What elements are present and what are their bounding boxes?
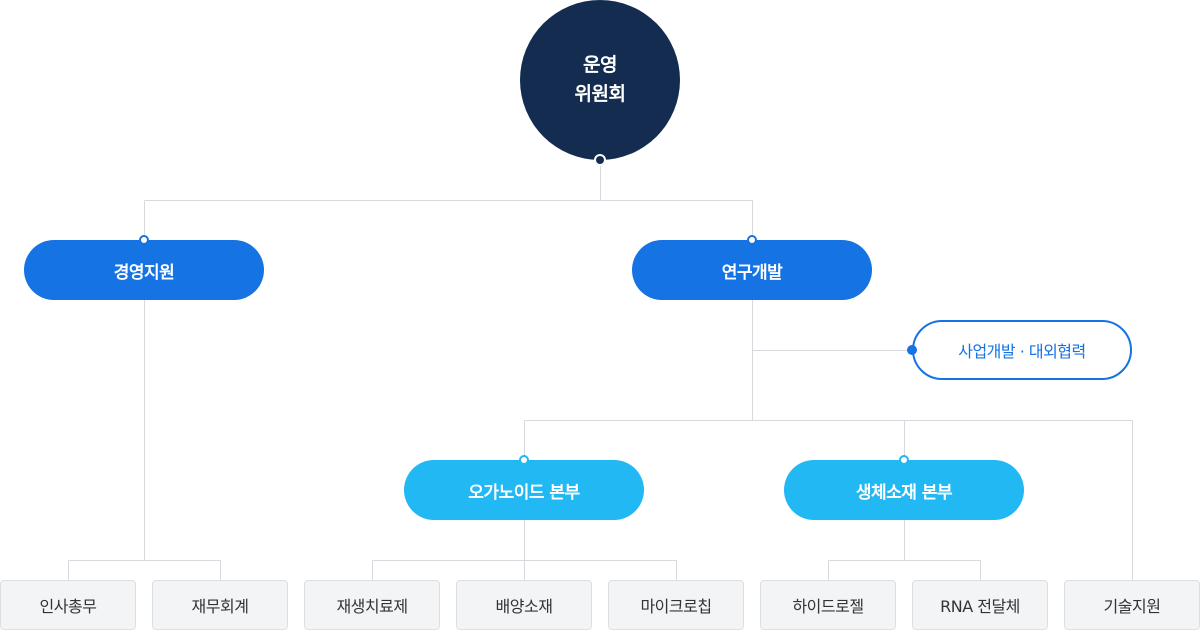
team-regenerative-label: 재생치료제 [336,597,408,616]
bizdev-label: 사업개발 · 대외협력 [958,342,1086,361]
steering-committee-line1: 운영 [583,54,617,76]
bizdev-node: 사업개발 · 대외협력 [912,320,1132,380]
rnd-node: 연구개발 [632,240,872,300]
team-finance: 재무회계 [152,580,288,630]
team-rna-delivery: RNA 전달체 [912,580,1048,630]
rnd-connector-dot [747,235,757,245]
team-microchip-label: 마이크로칩 [640,597,712,616]
biomaterial-hq-node: 생체소재 본부 [784,460,1024,520]
biomaterial-hq-label: 생체소재 본부 [855,482,953,503]
team-hr-label: 인사총무 [39,597,97,616]
team-microchip: 마이크로칩 [608,580,744,630]
team-tech-support-label: 기술지원 [1103,597,1161,616]
team-rna-delivery-label: RNA 전달체 [940,597,1020,616]
team-culture-material: 배양소재 [456,580,592,630]
organoid-connector-dot [519,455,529,465]
team-hydrogel-label: 하이드로젤 [792,597,864,616]
organoid-hq-node: 오가노이드 본부 [404,460,644,520]
organoid-hq-label: 오가노이드 본부 [468,482,580,503]
rnd-label: 연구개발 [721,262,783,283]
biomaterial-connector-dot [899,455,909,465]
team-finance-label: 재무회계 [191,597,249,616]
steering-committee-node: 운영 위원회 [520,0,680,160]
team-hydrogel: 하이드로젤 [760,580,896,630]
management-support-node: 경영지원 [24,240,264,300]
steering-committee-line2: 위원회 [574,83,626,105]
bizdev-connector-dot [907,345,917,355]
team-hr: 인사총무 [0,580,136,630]
management-support-label: 경영지원 [113,262,175,283]
management-connector-dot [139,235,149,245]
root-connector-dot [594,154,606,166]
team-regenerative: 재생치료제 [304,580,440,630]
team-tech-support: 기술지원 [1064,580,1200,630]
team-culture-material-label: 배양소재 [495,597,553,616]
